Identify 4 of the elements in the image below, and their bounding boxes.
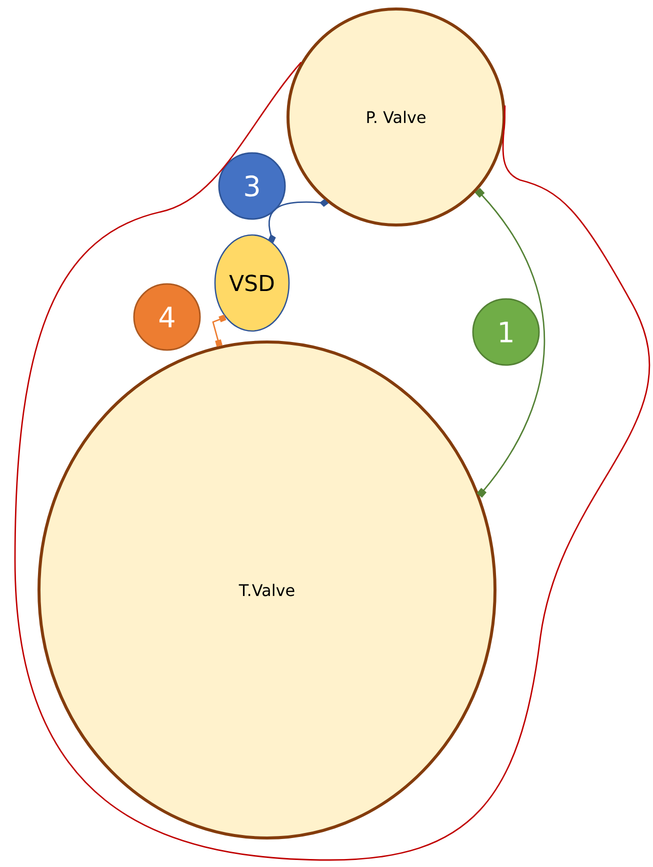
callout-number: 4	[133, 283, 201, 351]
callout-number: 3	[218, 152, 286, 220]
callout-number: 1	[472, 298, 540, 366]
connector	[14, 62, 650, 861]
